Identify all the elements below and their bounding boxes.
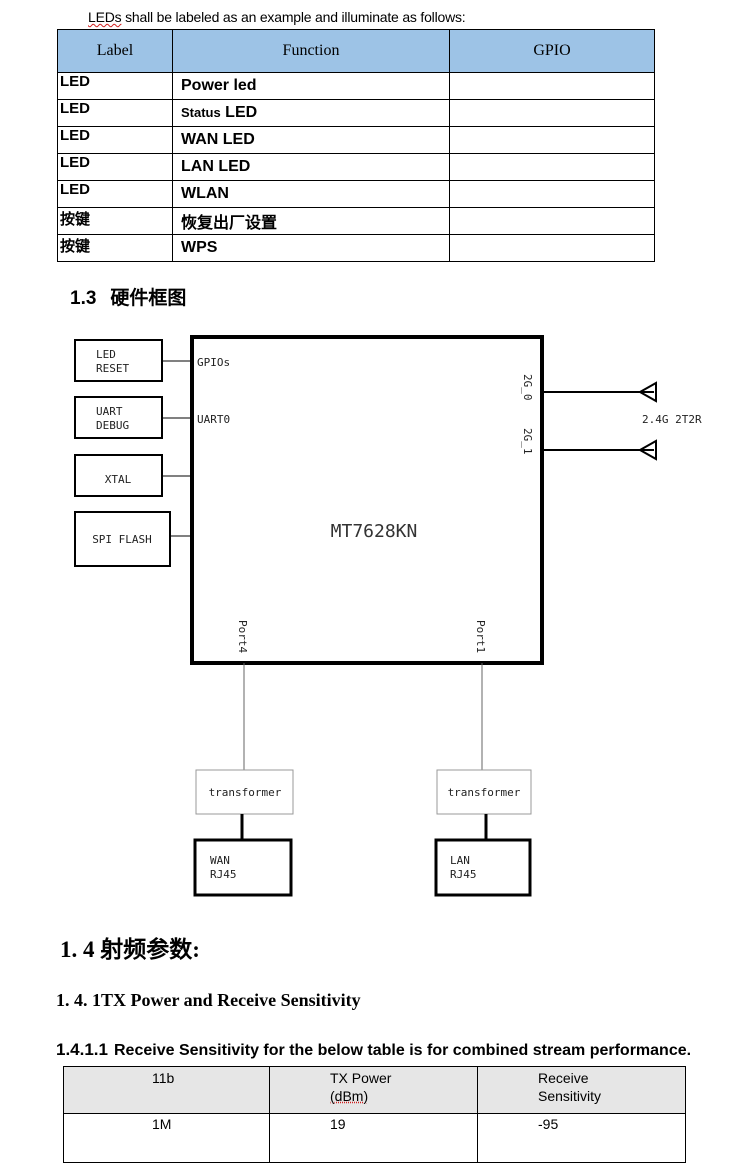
- antenna-1-icon: [637, 439, 657, 461]
- row-label: LED: [57, 180, 173, 208]
- row-gpio: [449, 126, 655, 154]
- led-reset-line2: RESET: [96, 362, 129, 375]
- row-function-small: Status: [181, 105, 221, 120]
- wan-jack-line2: RJ45: [210, 868, 237, 881]
- row-label: 按键: [57, 234, 173, 262]
- led-table-header: Label Function GPIO: [57, 29, 655, 73]
- cell-tx-power: 19: [269, 1113, 478, 1163]
- lan-jack-line2: RJ45: [450, 868, 477, 881]
- intro-rest: shall be labeled as an example and illum…: [121, 9, 466, 25]
- row-label: LED: [57, 99, 173, 127]
- header-label: Label: [57, 29, 173, 73]
- intro-leds-word: LEDs: [88, 9, 122, 25]
- row-label: LED: [57, 72, 173, 100]
- transformer-wan-label: transformer: [209, 786, 282, 799]
- header-rx-line2: Sensitivity: [538, 1088, 602, 1104]
- led-reset-line1: LED: [96, 348, 116, 361]
- cell-rate: 1M: [63, 1113, 270, 1163]
- table-row: 1M 19 -95: [63, 1113, 686, 1163]
- row-function: WAN LED: [172, 126, 450, 154]
- antenna-0-icon: [637, 381, 657, 403]
- table-row: 按键 WPS: [57, 234, 655, 262]
- table-row: 按键 恢复出厂设置: [57, 207, 655, 235]
- intro-text: LEDs shall be labeled as an example and …: [88, 9, 466, 25]
- wan-rj45-box: [193, 838, 293, 897]
- spi-flash-label: SPI FLASH: [92, 533, 152, 546]
- chip-box: [190, 335, 544, 665]
- row-function: Power led: [172, 72, 450, 100]
- table-row: LED WLAN: [57, 180, 655, 208]
- pin-gpios: GPIOs: [197, 356, 230, 369]
- spi-flash-box: [74, 511, 171, 567]
- row-function: Status LED: [172, 99, 450, 127]
- header-tx-power-line1: TX Power: [330, 1070, 392, 1086]
- row-function: WLAN: [172, 180, 450, 208]
- chip-label: MT7628KN: [331, 521, 418, 542]
- wan-jack-line1: WAN: [210, 854, 230, 867]
- lan-rj45-box: [434, 838, 532, 897]
- section-heading-1-3: 1.3 硬件框图: [70, 283, 186, 310]
- header-function: Function: [172, 29, 450, 73]
- row-gpio: [449, 234, 655, 262]
- section-heading-1-4: 1. 4 射频参数:: [60, 937, 200, 962]
- uart-debug-line1: UART: [96, 405, 123, 418]
- transformer-lan-label: transformer: [448, 786, 521, 799]
- row-function: WPS: [172, 234, 450, 262]
- table-row: LED LAN LED: [57, 153, 655, 181]
- row-gpio: [449, 207, 655, 235]
- pin-2g1: 2G_1: [521, 428, 534, 455]
- header-tx-power: TX Power (dBm): [269, 1066, 478, 1114]
- hardware-block-diagram: MT7628KN LED RESET UART DEBUG XTAL SPI F…: [74, 335, 702, 897]
- pin-uart0: UART0: [197, 413, 230, 426]
- section-number: 1.3: [70, 288, 97, 309]
- row-gpio: [449, 153, 655, 181]
- section-title: Receive Sensitivity for the below table …: [114, 1042, 692, 1059]
- pin-port1: Port1: [474, 620, 487, 653]
- transformer-wan-box: [195, 769, 294, 815]
- row-gpio: [449, 72, 655, 100]
- row-function: 恢复出厂设置: [172, 207, 450, 235]
- row-gpio: [449, 180, 655, 208]
- transformer-lan-box: [436, 769, 532, 815]
- uart-debug-line2: DEBUG: [96, 419, 129, 432]
- section-heading-1-4-1-1: 1.4.1.1 Receive Sensitivity for the below…: [56, 1040, 691, 1060]
- header-gpio: GPIO: [449, 29, 655, 73]
- row-function-main: LED: [220, 104, 258, 121]
- antenna-label: 2.4G 2T2R: [642, 413, 702, 426]
- header-11b-line1: 11b: [152, 1070, 175, 1086]
- row-label: 按键: [57, 207, 173, 235]
- pin-2g0: 2G_0: [521, 374, 534, 401]
- header-rx-line1: Receive: [538, 1070, 589, 1086]
- row-label: LED: [57, 153, 173, 181]
- row-label: LED: [57, 126, 173, 154]
- section-number: 1.4.1.1: [56, 1040, 108, 1059]
- cell-sensitivity: -95: [477, 1113, 686, 1163]
- led-table: Label Function GPIO LED Power led LED St…: [57, 29, 655, 262]
- table-row: LED Power led: [57, 72, 655, 100]
- table-row: LED Status LED: [57, 99, 655, 127]
- header-tx-power-line2: (dBm): [330, 1088, 369, 1104]
- pin-port4: Port4: [236, 620, 249, 653]
- lan-jack-line1: LAN: [450, 854, 470, 867]
- row-function: LAN LED: [172, 153, 450, 181]
- header-11b: 11b: [63, 1066, 270, 1114]
- section-title: 硬件框图: [110, 288, 187, 309]
- xtal-label: XTAL: [105, 473, 132, 486]
- section-heading-1-4-1: 1. 4. 1TX Power and Receive Sensitivity: [56, 990, 361, 1010]
- table-row: LED WAN LED: [57, 126, 655, 154]
- row-gpio: [449, 99, 655, 127]
